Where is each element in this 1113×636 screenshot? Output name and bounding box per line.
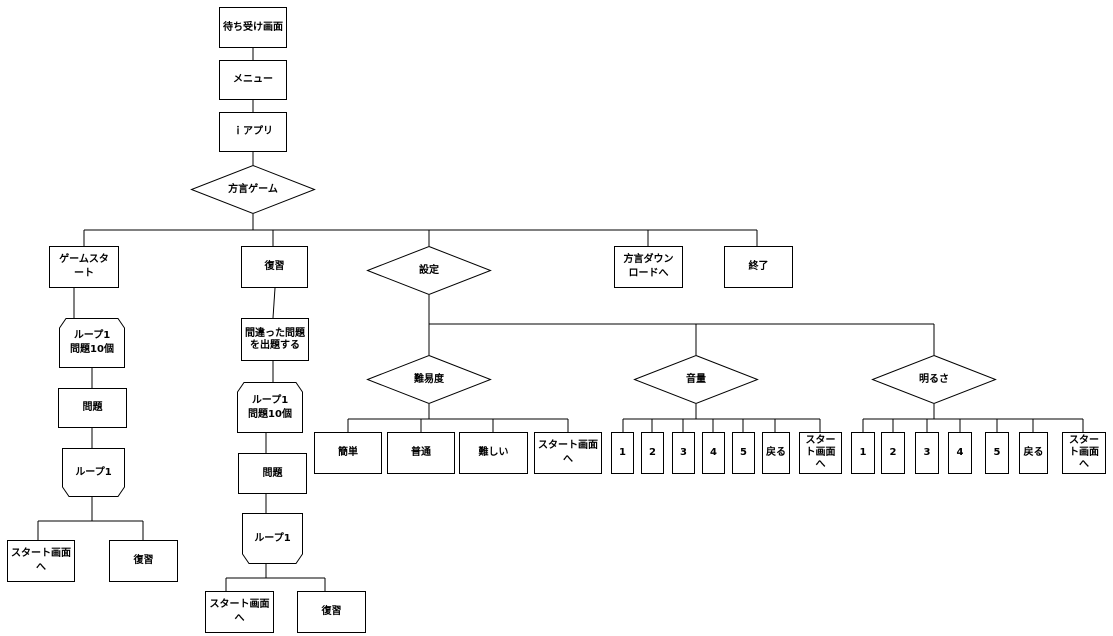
review-question-box: 問題: [238, 453, 307, 494]
difficulty-decision: 難易度: [366, 354, 492, 405]
volume-option-back: 戻る: [762, 432, 790, 474]
review-to-start-box: スタート画面へ: [205, 591, 274, 633]
volume-option-5: 5: [732, 432, 755, 474]
difficulty-label: 難易度: [414, 373, 444, 385]
review-review-box: 復習: [297, 591, 366, 633]
volume-decision: 音量: [633, 354, 759, 405]
brightness-decision: 明るさ: [871, 354, 997, 405]
brightness-option-1: 1: [851, 432, 875, 474]
standby-screen-box: 待ち受け画面: [219, 7, 287, 48]
volume-label: 音量: [686, 373, 706, 385]
game-loop-start: ループ1 問題10個: [59, 318, 125, 368]
review-box: 復習: [241, 246, 308, 288]
game-review-box: 復習: [109, 540, 178, 582]
settings-label: 設定: [419, 264, 439, 276]
review-loop-start-label: ループ1 問題10個: [248, 394, 292, 420]
brightness-option-3: 3: [915, 432, 939, 474]
game-question-box: 問題: [58, 388, 127, 428]
difficulty-option-easy: 簡単: [314, 432, 382, 474]
brightness-option-to-start: スタート画面へ: [1062, 432, 1106, 474]
difficulty-option-normal: 普通: [387, 432, 455, 474]
exit-box: 終了: [724, 246, 793, 288]
iappli-box: ｉアプリ: [219, 112, 287, 152]
volume-option-4: 4: [702, 432, 725, 474]
brightness-label: 明るさ: [919, 373, 949, 385]
brightness-option-2: 2: [881, 432, 905, 474]
review-loop-start: ループ1 問題10個: [237, 382, 303, 433]
dialect-game-label: 方言ゲーム: [228, 183, 278, 195]
volume-option-to-start: スタート画面へ: [799, 432, 842, 474]
dialect-game-decision: 方言ゲーム: [190, 164, 316, 215]
difficulty-option-to-start: スタート画面へ: [534, 432, 602, 474]
dialect-download-box: 方言ダウンロードへ: [614, 246, 683, 288]
brightness-option-back: 戻る: [1019, 432, 1048, 474]
brightness-option-5: 5: [985, 432, 1009, 474]
game-to-start-box: スタート画面へ: [7, 540, 75, 582]
game-start-box: ゲームスタート: [49, 246, 119, 288]
volume-option-2: 2: [641, 432, 664, 474]
game-loop-start-label: ループ1 問題10個: [70, 330, 114, 355]
brightness-option-4: 4: [948, 432, 972, 474]
menu-box: メニュー: [219, 60, 287, 100]
wrong-questions-box: 間違った問題を出題する: [241, 318, 309, 361]
game-loop-end: ループ1: [62, 448, 125, 497]
review-loop-end-label: ループ1: [254, 532, 291, 544]
volume-option-3: 3: [672, 432, 695, 474]
settings-decision: 設定: [366, 245, 492, 296]
game-loop-end-label: ループ1: [75, 466, 112, 478]
review-loop-end: ループ1: [242, 513, 303, 564]
volume-option-1: 1: [611, 432, 634, 474]
difficulty-option-hard: 難しい: [459, 432, 528, 474]
